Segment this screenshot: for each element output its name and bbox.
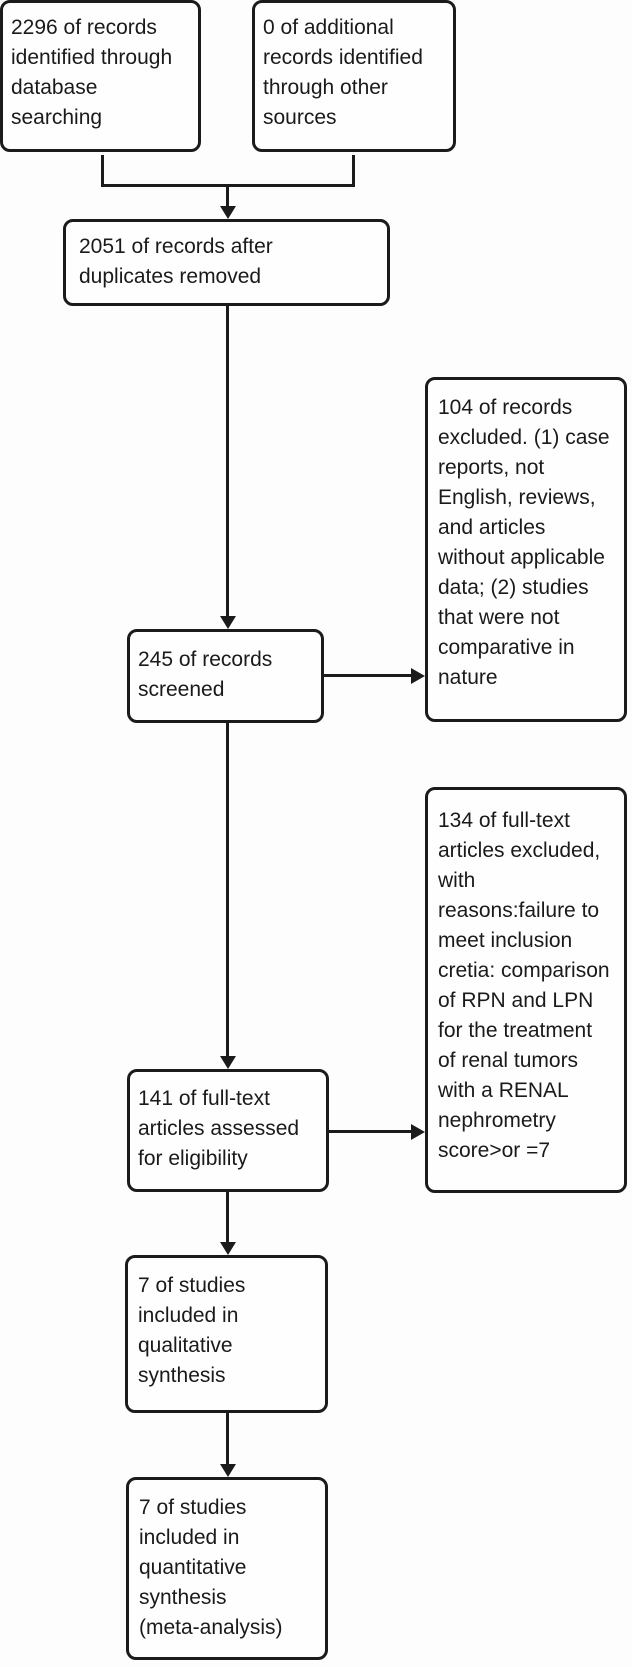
connector-to-quantitative (226, 1412, 229, 1466)
arrowhead-down-qualitative (220, 1242, 236, 1255)
connector-left-stub (101, 155, 104, 186)
box-records-after-duplicates: 2051 of records after duplicates removed (63, 219, 390, 306)
connector-to-records-excluded (322, 674, 414, 677)
arrowhead-down-screened (220, 616, 236, 629)
box-records-excluded: 104 of records excluded. (1) case report… (425, 377, 627, 722)
connector-to-qualitative (226, 1191, 229, 1244)
box-fulltext-excluded: 134 of full-text articles excluded, with… (425, 787, 627, 1193)
arrowhead-right-records-excluded (411, 668, 425, 684)
arrowhead-down-quantitative (220, 1464, 236, 1477)
arrowhead-down-duplicates (220, 206, 236, 219)
connector-to-screened (226, 305, 229, 618)
box-records-identified-other-sources: 0 of additional records identified throu… (252, 0, 456, 152)
connector-to-fulltext-assessed (226, 722, 229, 1058)
box-records-identified-database: 2296 of records identified through datab… (0, 0, 201, 152)
connector-right-stub (352, 155, 355, 186)
box-records-screened: 245 of records screened (127, 629, 324, 723)
connector-to-fulltext-excluded (327, 1130, 414, 1133)
box-quantitative-synthesis: 7 of studies included in quantitative sy… (126, 1477, 328, 1660)
connector-to-duplicates (226, 184, 229, 208)
arrowhead-down-fulltext-assessed (220, 1056, 236, 1069)
arrowhead-right-fulltext-excluded (411, 1124, 425, 1140)
box-qualitative-synthesis: 7 of studies included in qualitative syn… (125, 1255, 328, 1413)
box-fulltext-assessed: 141 of full-text articles assessed for e… (127, 1069, 329, 1192)
